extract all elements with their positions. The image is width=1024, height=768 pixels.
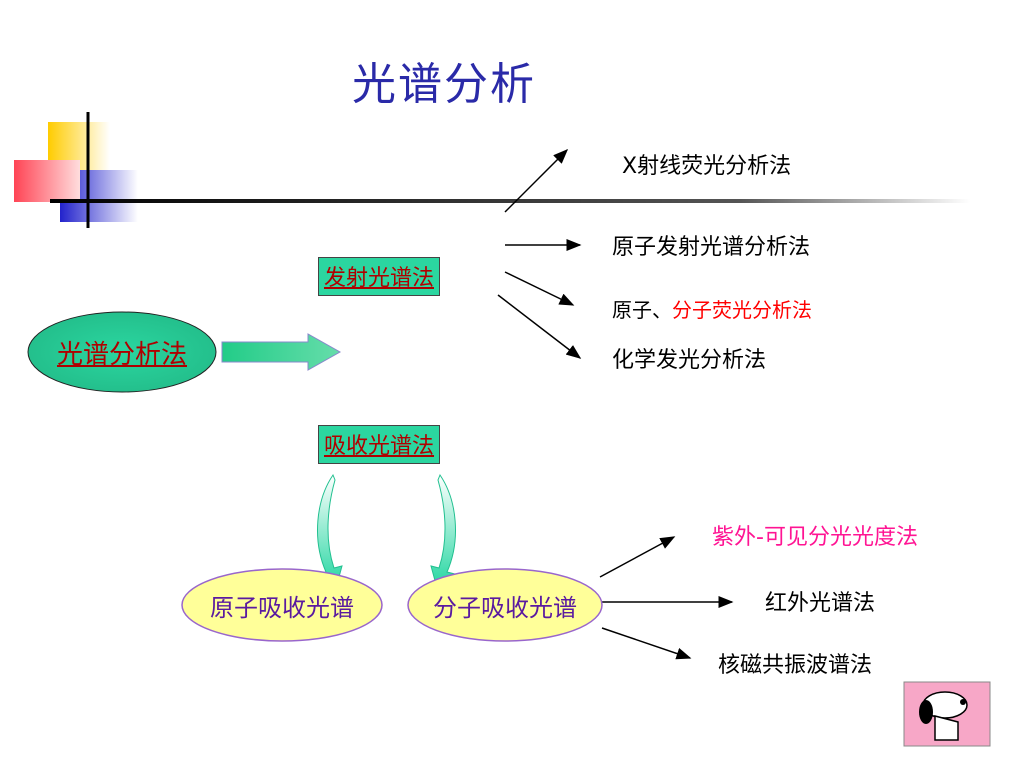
absorption-item-nmr: 核磁共振波谱法 bbox=[718, 653, 873, 678]
absorption-box: 吸收光谱法 bbox=[318, 425, 441, 464]
arrow-nmr bbox=[601, 627, 692, 660]
molecular-absorption-ellipse bbox=[407, 568, 603, 642]
main-arrow bbox=[221, 333, 342, 371]
arrow-chemiluminescence bbox=[497, 294, 582, 359]
header-rule bbox=[50, 199, 970, 203]
fluorescence-rest: 分子荧光分析法 bbox=[672, 298, 812, 322]
atomic-absorption-label: 原子吸收光谱 bbox=[210, 593, 354, 622]
main-ellipse bbox=[27, 311, 217, 393]
arrow-xray bbox=[504, 148, 569, 213]
arrow-uv-vis bbox=[599, 536, 676, 578]
main-method-text: 光谱分析法 bbox=[56, 339, 187, 370]
absorption-item-uv-vis: 紫外-可见分光光度法 bbox=[712, 525, 918, 550]
emission-item-chemiluminescence: 化学发光分析法 bbox=[612, 348, 767, 373]
color-blocks-icon bbox=[14, 112, 138, 228]
molecular-absorption-label: 分子吸收光谱 bbox=[433, 593, 577, 622]
atomic-absorption-ellipse bbox=[181, 568, 383, 642]
fluorescence-prefix: 原子、 bbox=[612, 298, 672, 322]
arrow-fluorescence bbox=[504, 271, 575, 306]
emission-item-fluorescence: 原子、分子荧光分析法 bbox=[612, 294, 812, 323]
emission-item-xray: X射线荧光分析法 bbox=[622, 154, 792, 179]
absorption-item-infrared: 红外光谱法 bbox=[765, 591, 876, 616]
main-method-label: 光谱分析法 bbox=[28, 312, 216, 392]
page-title: 光谱分析 bbox=[352, 59, 536, 110]
snoopy-icon bbox=[903, 681, 991, 747]
emission-item-atomic-emission: 原子发射光谱分析法 bbox=[612, 235, 811, 260]
emission-box: 发射光谱法 bbox=[318, 257, 441, 296]
